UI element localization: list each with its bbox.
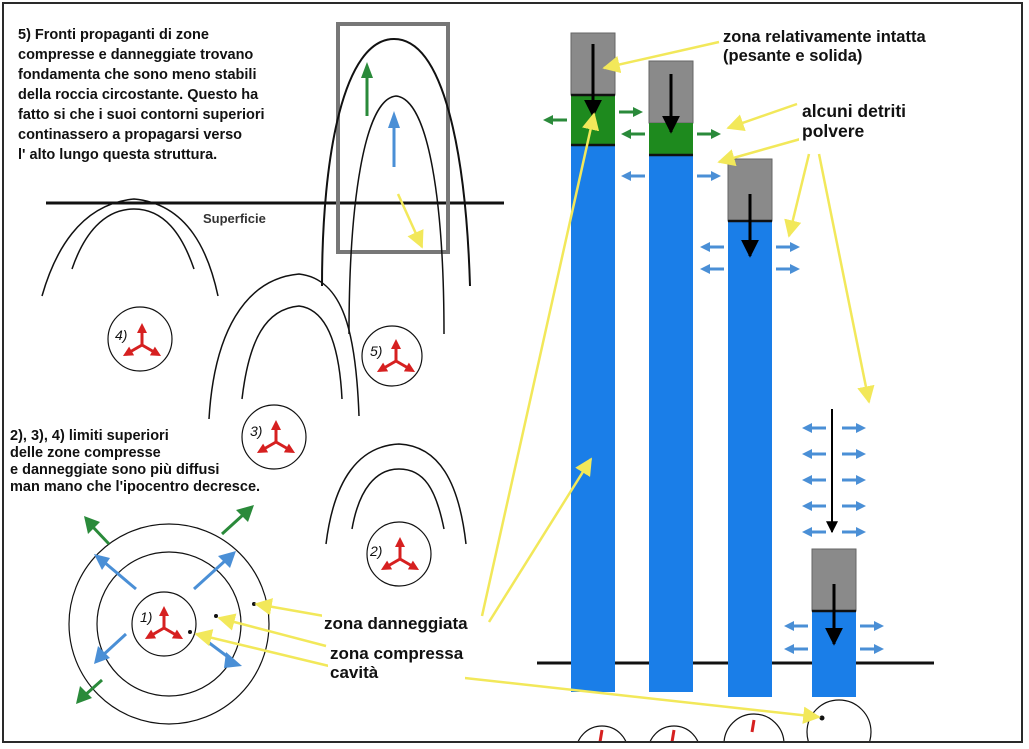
stage3-front-outer: [208, 273, 360, 420]
dust-pointer-1: [784, 153, 811, 238]
step5-line-2: fondamenta che sono meno stabili: [18, 67, 257, 83]
column-a: [541, 32, 645, 692]
stage1-compressed-dot: [214, 614, 218, 618]
damaged-zone-pointer: [254, 598, 325, 618]
cavity-pointer: [194, 629, 330, 668]
stage1-outer-ring: [68, 523, 270, 725]
marker-5: 5): [370, 343, 382, 359]
stage5-inner-front: [348, 95, 445, 335]
marker-2: 2): [369, 543, 382, 559]
stage5-blue-arrow: [388, 111, 400, 167]
step5-line-3: della roccia circostante. Questo ha: [18, 87, 259, 103]
debris-label: alcuni detriti: [802, 101, 907, 121]
marker-3: 3): [250, 423, 262, 439]
step5-description: 5) Fronti propaganti di zone compresse e…: [18, 25, 323, 165]
steps-234-line-4: man mano che l'ipocentro decresce.: [10, 479, 261, 495]
debris-pointer-2: [717, 136, 805, 167]
stage4-front-inner: [71, 208, 195, 270]
intact-zone-line-1: zona relativamente intatta: [723, 28, 926, 46]
damaged-zone-label: zona danneggiata: [322, 614, 470, 633]
stage1-cavity-dot: [188, 630, 192, 634]
stage5-pointer: [396, 193, 424, 249]
stage5-outer-front: [321, 37, 471, 287]
column-c: [698, 158, 802, 697]
marker-4: 4): [115, 327, 127, 343]
debris-pointer-1: [726, 102, 798, 132]
bottom-circle-3: [723, 713, 785, 741]
steps-234-description: 2), 3), 4) limiti superiori delle zone c…: [10, 428, 340, 496]
column-d: [782, 409, 886, 697]
cavity-label: cavità: [330, 663, 379, 682]
stage5-column-outline: [336, 22, 450, 254]
stage3-front-inner: [241, 305, 343, 400]
damaged-column-pointer-2: [487, 457, 593, 623]
stage4-hypocenter-circle: [107, 306, 173, 372]
bottom-circle-4: [806, 699, 872, 741]
stage1-radiating-arrows: [76, 505, 254, 704]
intact-zone-label: zona relativamente intatta (pesante e so…: [720, 28, 1016, 66]
damaged-column-pointer-1: [480, 112, 600, 617]
bottom-circle-1: [577, 725, 627, 741]
compressed-cavity-label: zona compressa cavità: [328, 644, 466, 682]
step5-line-6: l' alto lungo questa struttura.: [18, 147, 218, 163]
step5-line-5: continassero a propagarsi verso: [18, 127, 243, 143]
bottom-circle-2: [649, 725, 699, 741]
stage2-star-icon: [376, 535, 424, 576]
intact-pointer: [602, 40, 720, 74]
stage5-hypocenter-circle: [361, 325, 423, 387]
diagram-canvas: 4) 5) 3) 2) 1): [41, 22, 934, 741]
steps-234-line-1: 2), 3), 4) limiti superiori: [10, 428, 169, 444]
stage2-front-outer: [325, 443, 467, 545]
intact-zone-line-2: (pesante e solida): [723, 47, 863, 65]
steps-234-line-2: delle zone compresse: [10, 445, 161, 461]
surface-label: Superficie: [201, 211, 268, 226]
stage5-green-arrow: [361, 62, 373, 116]
stage3-hypocenter-circle: [241, 404, 307, 470]
stage2-hypocenter-circle: [366, 521, 432, 587]
column-b: [619, 60, 723, 692]
debris-dust-label: alcuni detriti polvere: [799, 101, 955, 141]
stage1-inner-ring: [131, 591, 197, 657]
compressed-zone-pointer: [217, 613, 327, 648]
steps-234-line-3: e danneggiate sono più diffusi: [10, 462, 220, 478]
stage4-front-outer: [41, 198, 219, 297]
step5-line-1: compresse e danneggiate trovano: [18, 47, 254, 63]
marker-1: 1): [140, 609, 152, 625]
dust-pointer-2: [817, 153, 875, 404]
stage2-front-inner: [351, 468, 445, 530]
step5-line-4: fatto si che i suoi contorni superiori: [18, 107, 265, 123]
stage1-damaged-dot: [252, 602, 256, 606]
dust-label: polvere: [802, 121, 865, 141]
compressed-zone-label: zona compressa: [330, 644, 464, 663]
step5-line-title: 5) Fronti propaganti di zone: [18, 27, 209, 43]
